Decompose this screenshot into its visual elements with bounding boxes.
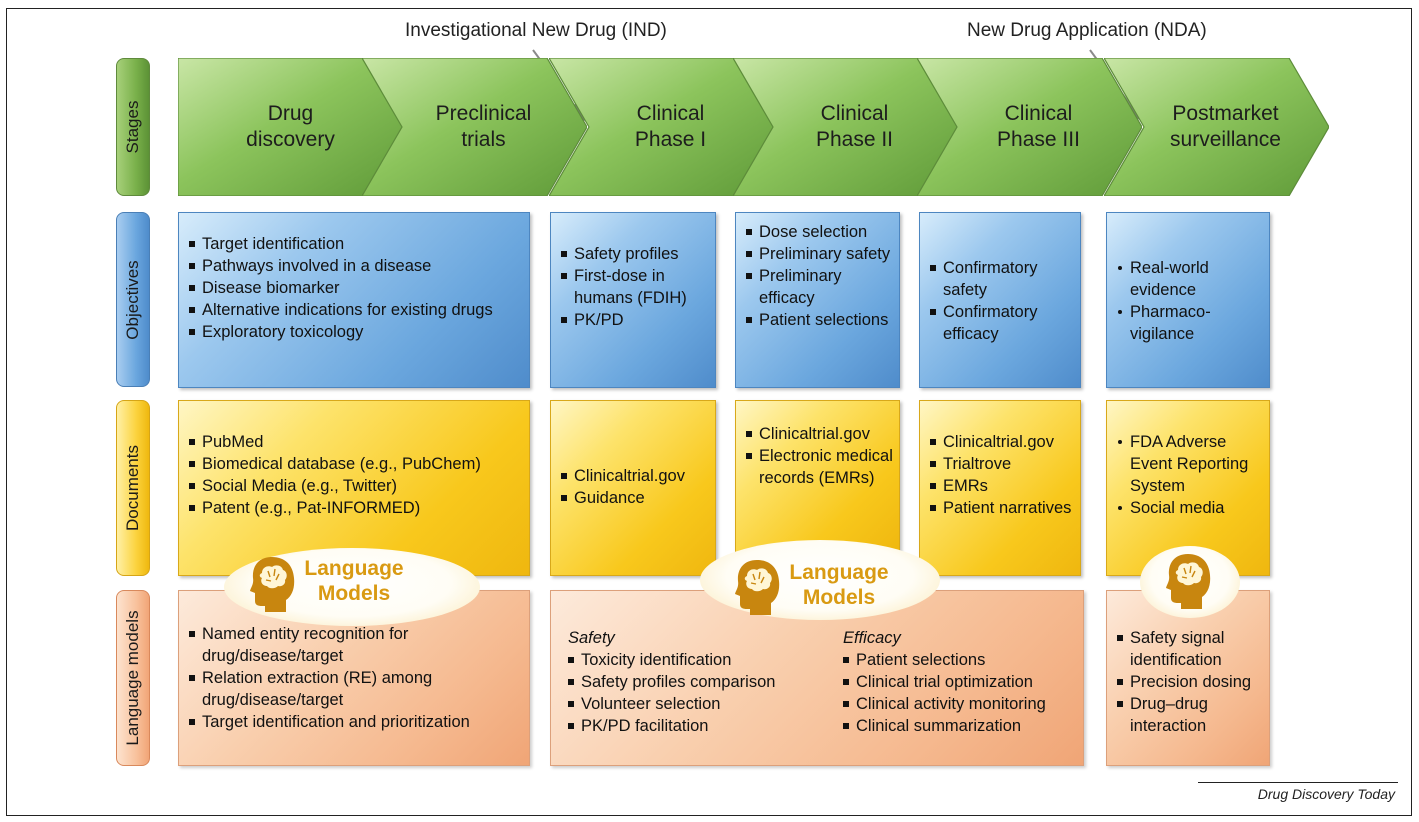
- list-item: Social Media (e.g., Twitter): [189, 475, 519, 497]
- head-brain-icon: [250, 557, 295, 612]
- list-item: Target identification and prioritization: [189, 711, 519, 733]
- stage-label: Clinical Phase II: [815, 102, 894, 151]
- lm-badge-label-clinical: Language Models: [789, 561, 889, 609]
- list-item: Exploratory toxicology: [189, 321, 519, 343]
- row-label-objectives: Objectives: [116, 212, 150, 387]
- list-item: Named entity recognition for drug/diseas…: [189, 623, 519, 667]
- row-label-language-models: Language models: [116, 590, 150, 766]
- stage-chevron-1: Preclinical trials: [362, 58, 587, 196]
- list-item: Disease biomarker: [189, 277, 519, 299]
- list-item: EMRs: [930, 475, 1074, 497]
- stage-chevron-3: Clinical Phase II: [733, 58, 958, 196]
- list-item: Pharmaco-vigilance: [1117, 301, 1263, 345]
- list-item: Confirmatory efficacy: [930, 301, 1074, 345]
- row-label-documents: Documents: [116, 400, 150, 576]
- stage-label: Clinical Phase III: [997, 102, 1080, 151]
- list-item: Trialtrove: [930, 453, 1074, 475]
- head-brain-icon: [735, 560, 780, 615]
- list-item: Confirmatory safety: [930, 257, 1074, 301]
- list-item: Target identification: [189, 233, 519, 255]
- list-item: First-dose in humans (FDIH): [561, 265, 707, 309]
- list-item: Dose selection: [746, 221, 893, 243]
- list-item: Clinicaltrial.gov: [930, 431, 1074, 453]
- list-item: Patient selections: [746, 309, 893, 331]
- list-item: Patient narratives: [930, 497, 1074, 519]
- stage-label: Drug discovery: [246, 102, 335, 151]
- list-item: Clinicaltrial.gov: [561, 465, 707, 487]
- list-item: Preliminary safety: [746, 243, 893, 265]
- list-item: Guidance: [561, 487, 707, 509]
- figure-frame: [6, 8, 1412, 816]
- journal-footer: Drug Discovery Today: [1257, 786, 1395, 802]
- list-item: Relation extraction (RE) among drug/dise…: [189, 667, 519, 711]
- list-item: Patient selections: [843, 649, 1083, 671]
- list-item: Pathways involved in a disease: [189, 255, 519, 277]
- list-item: Alternative indications for existing dru…: [189, 299, 519, 321]
- list-item: Safety signal identification: [1117, 627, 1263, 671]
- list-item: Social media: [1117, 497, 1263, 519]
- list-item: PubMed: [189, 431, 519, 453]
- list-item: Precision dosing: [1117, 671, 1263, 693]
- lm-badge-label-discovery: Language Models: [304, 557, 404, 605]
- list-item: Drug–drug interaction: [1117, 693, 1263, 737]
- list-item: Preliminary efficacy: [746, 265, 893, 309]
- footer-rule: [1198, 782, 1398, 783]
- stage-label: Clinical Phase I: [634, 102, 707, 151]
- stage-label: Preclinical trials: [435, 102, 532, 151]
- list-item: Biomedical database (e.g., PubChem): [189, 453, 519, 475]
- efficacy-title: Efficacy: [843, 629, 901, 647]
- list-item: Safety profiles: [561, 243, 707, 265]
- list-item: Electronic medical records (EMRs): [746, 445, 893, 489]
- stage-chevron-4: Clinical Phase III: [917, 58, 1142, 196]
- stage-chevron-5: Postmarket surveillance: [1104, 58, 1329, 196]
- list-item: FDA Adverse Event Reporting System: [1117, 431, 1263, 497]
- list-item: Real-world evidence: [1117, 257, 1263, 301]
- list-item: Clinicaltrial.gov: [746, 423, 893, 445]
- stage-chevron-0: Drug discovery: [178, 58, 403, 196]
- nda-annotation: New Drug Application (NDA): [967, 20, 1207, 41]
- stage-label: Postmarket surveillance: [1170, 102, 1281, 151]
- ind-annotation: Investigational New Drug (IND): [405, 20, 667, 41]
- list-item: Clinical trial optimization: [843, 671, 1083, 693]
- models-discovery: Named entity recognition for drug/diseas…: [178, 590, 530, 766]
- safety-title: Safety: [568, 629, 615, 647]
- row-label-stages: Stages: [116, 58, 150, 196]
- list-item: Volunteer selection: [568, 693, 828, 715]
- list-item: Clinical activity monitoring: [843, 693, 1083, 715]
- list-item: Patent (e.g., Pat-INFORMED): [189, 497, 519, 519]
- list-item: Toxicity identification: [568, 649, 828, 671]
- list-item: Clinical summarization: [843, 715, 1083, 737]
- list-item: PK/PD: [561, 309, 707, 331]
- head-brain-icon: [1166, 554, 1211, 609]
- stage-chevron-2: Clinical Phase I: [549, 58, 774, 196]
- list-item: Safety profiles comparison: [568, 671, 828, 693]
- list-item: PK/PD facilitation: [568, 715, 828, 737]
